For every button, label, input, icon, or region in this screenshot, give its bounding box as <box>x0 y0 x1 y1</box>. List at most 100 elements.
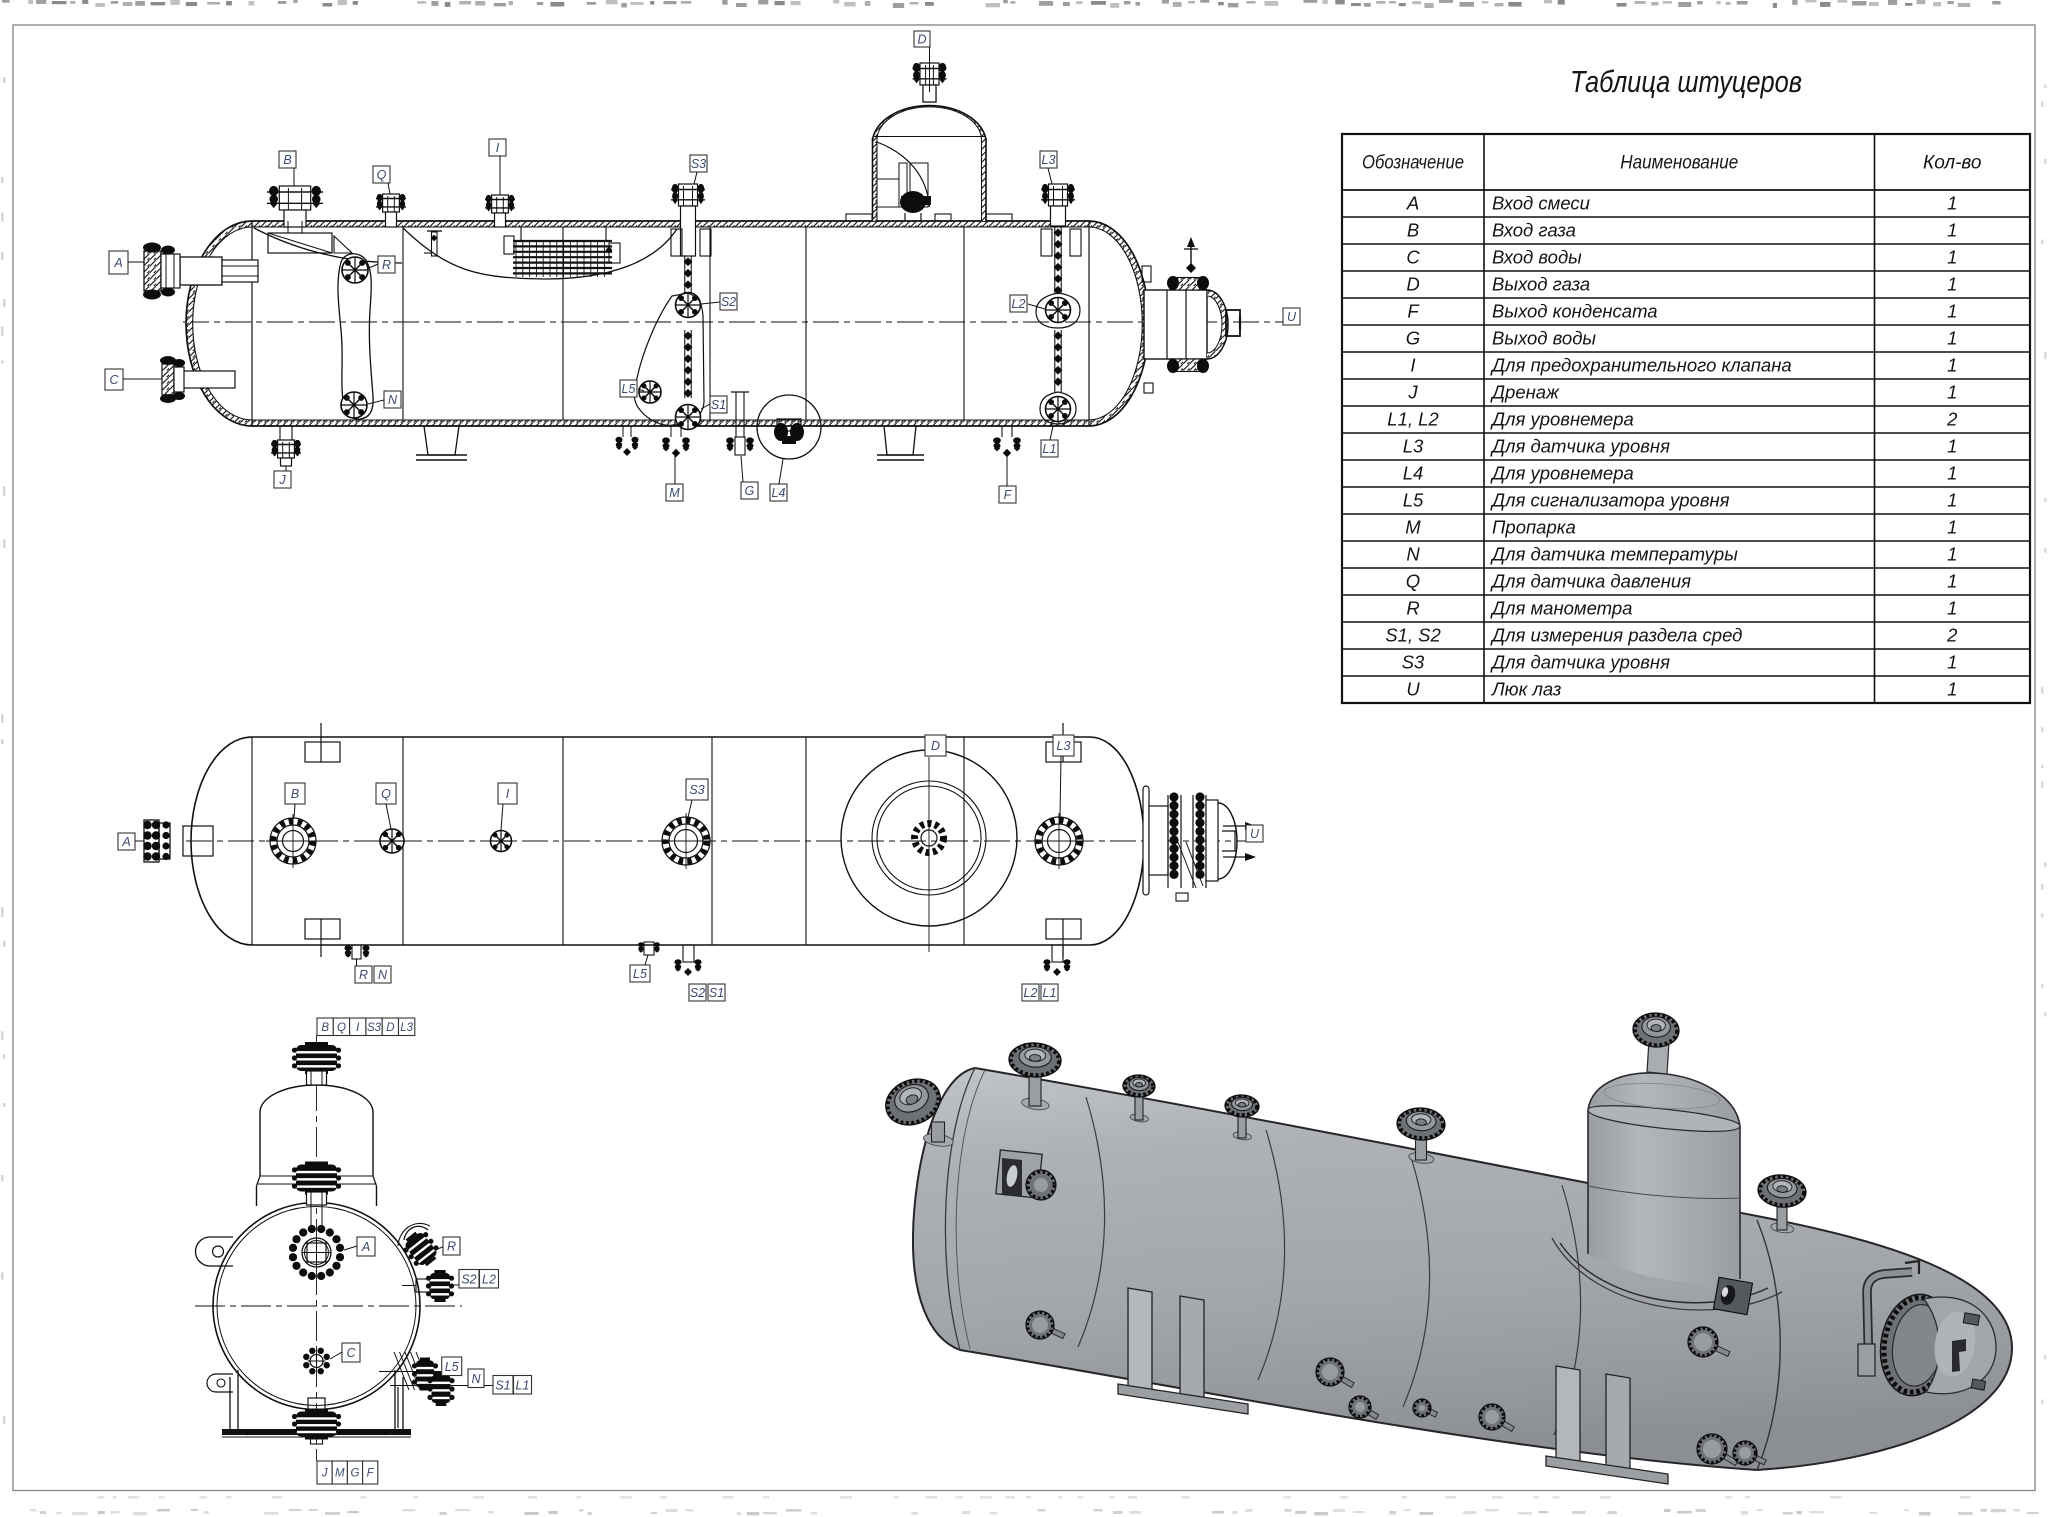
svg-text:S3: S3 <box>689 783 704 797</box>
svg-text:I: I <box>356 1022 360 1034</box>
svg-text:L1, L2: L1, L2 <box>1387 409 1439 430</box>
svg-text:Q: Q <box>337 1022 346 1034</box>
svg-text:L3: L3 <box>400 1022 413 1034</box>
svg-text:U: U <box>1287 310 1297 324</box>
svg-text:1: 1 <box>1947 220 1957 241</box>
svg-text:L5: L5 <box>445 1360 459 1374</box>
svg-text:Для уровнемера: Для уровнемера <box>1490 409 1634 430</box>
svg-text:R: R <box>447 1240 456 1254</box>
svg-text:L4: L4 <box>772 486 786 500</box>
svg-text:S2: S2 <box>690 986 705 1000</box>
svg-text:Обозначение: Обозначение <box>1362 153 1464 174</box>
svg-text:Дренаж: Дренаж <box>1490 382 1560 403</box>
svg-text:L1: L1 <box>516 1378 530 1392</box>
svg-text:1: 1 <box>1947 301 1957 322</box>
svg-text:Пропарка: Пропарка <box>1492 517 1576 538</box>
svg-text:J: J <box>321 1468 328 1480</box>
svg-text:Выход воды: Выход воды <box>1492 328 1596 349</box>
svg-text:Для предохранительного клапана: Для предохранительного клапана <box>1490 355 1792 376</box>
svg-text:S2: S2 <box>721 295 736 309</box>
svg-text:B: B <box>1407 220 1419 241</box>
svg-text:I: I <box>496 141 500 155</box>
svg-text:M: M <box>1405 517 1421 538</box>
svg-text:J: J <box>278 473 286 487</box>
svg-text:A: A <box>121 835 130 849</box>
svg-text:L3: L3 <box>1042 153 1056 167</box>
svg-text:S1: S1 <box>495 1378 510 1392</box>
svg-text:D: D <box>386 1022 394 1034</box>
svg-text:A: A <box>113 256 122 270</box>
svg-text:S1: S1 <box>709 986 724 1000</box>
svg-text:Таблица штуцеров: Таблица штуцеров <box>1570 64 1802 99</box>
svg-text:Вход газа: Вход газа <box>1492 220 1576 241</box>
svg-text:B: B <box>283 153 291 167</box>
svg-text:C: C <box>109 373 119 387</box>
svg-text:Q: Q <box>381 787 391 801</box>
svg-text:L2: L2 <box>1012 297 1026 311</box>
svg-text:L5: L5 <box>622 382 636 396</box>
svg-text:C: C <box>1406 247 1420 268</box>
svg-text:Для датчика температуры: Для датчика температуры <box>1490 544 1738 565</box>
svg-text:S3: S3 <box>1402 652 1425 673</box>
svg-text:Q: Q <box>1406 571 1420 592</box>
svg-text:Для измерения раздела сред: Для измерения раздела сред <box>1490 625 1742 646</box>
svg-text:R: R <box>1406 598 1419 619</box>
svg-text:Люк лаз: Люк лаз <box>1491 679 1562 700</box>
svg-text:L2: L2 <box>482 1272 496 1286</box>
svg-text:1: 1 <box>1947 436 1957 457</box>
svg-text:M: M <box>669 486 680 500</box>
svg-text:2: 2 <box>1946 625 1958 646</box>
svg-text:Для датчика уровня: Для датчика уровня <box>1490 652 1670 673</box>
svg-text:N: N <box>388 393 398 407</box>
svg-text:S2: S2 <box>461 1272 476 1286</box>
svg-text:S3: S3 <box>691 157 706 171</box>
svg-text:1: 1 <box>1947 328 1957 349</box>
svg-text:G: G <box>745 484 755 498</box>
svg-text:1: 1 <box>1947 463 1957 484</box>
svg-text:B: B <box>321 1022 329 1034</box>
svg-text:J: J <box>1407 382 1418 403</box>
svg-text:L1: L1 <box>1043 442 1057 456</box>
svg-text:N: N <box>1406 544 1420 565</box>
svg-text:Для манометра: Для манометра <box>1490 598 1632 619</box>
svg-text:F: F <box>367 1468 375 1480</box>
svg-text:S1: S1 <box>711 398 726 412</box>
svg-text:Вход воды: Вход воды <box>1492 247 1582 268</box>
svg-text:G: G <box>351 1468 360 1480</box>
svg-text:D: D <box>917 33 926 47</box>
svg-text:Выход газа: Выход газа <box>1492 274 1590 295</box>
svg-text:Выход конденсата: Выход конденсата <box>1492 301 1658 322</box>
svg-text:Для датчика уровня: Для датчика уровня <box>1490 436 1670 457</box>
svg-text:A: A <box>361 1240 370 1254</box>
svg-text:1: 1 <box>1947 193 1957 214</box>
svg-text:Для сигнализатора уровня: Для сигнализатора уровня <box>1490 490 1730 511</box>
svg-text:1: 1 <box>1947 355 1957 376</box>
svg-text:L3: L3 <box>1057 739 1071 753</box>
svg-text:L5: L5 <box>633 967 647 981</box>
svg-text:A: A <box>1406 193 1419 214</box>
svg-text:L4: L4 <box>1403 463 1424 484</box>
svg-text:1: 1 <box>1947 517 1957 538</box>
svg-text:L1: L1 <box>1043 986 1057 1000</box>
svg-text:2: 2 <box>1946 409 1958 430</box>
svg-text:N: N <box>378 968 388 982</box>
svg-text:D: D <box>1406 274 1419 295</box>
svg-text:L3: L3 <box>1403 436 1424 457</box>
svg-text:I: I <box>1410 355 1415 376</box>
svg-text:1: 1 <box>1947 652 1957 673</box>
svg-text:Q: Q <box>377 168 387 182</box>
svg-text:R: R <box>359 968 368 982</box>
svg-text:1: 1 <box>1947 382 1957 403</box>
svg-text:D: D <box>931 739 940 753</box>
svg-text:Наименование: Наименование <box>1620 153 1738 174</box>
svg-text:1: 1 <box>1947 679 1957 700</box>
svg-text:I: I <box>506 787 510 801</box>
svg-text:R: R <box>382 258 391 272</box>
svg-text:U: U <box>1250 827 1260 841</box>
svg-text:1: 1 <box>1947 571 1957 592</box>
svg-text:L5: L5 <box>1403 490 1424 511</box>
svg-text:B: B <box>291 787 299 801</box>
svg-text:Для уровнемера: Для уровнемера <box>1490 463 1634 484</box>
svg-text:M: M <box>335 1468 345 1480</box>
svg-text:1: 1 <box>1947 544 1957 565</box>
